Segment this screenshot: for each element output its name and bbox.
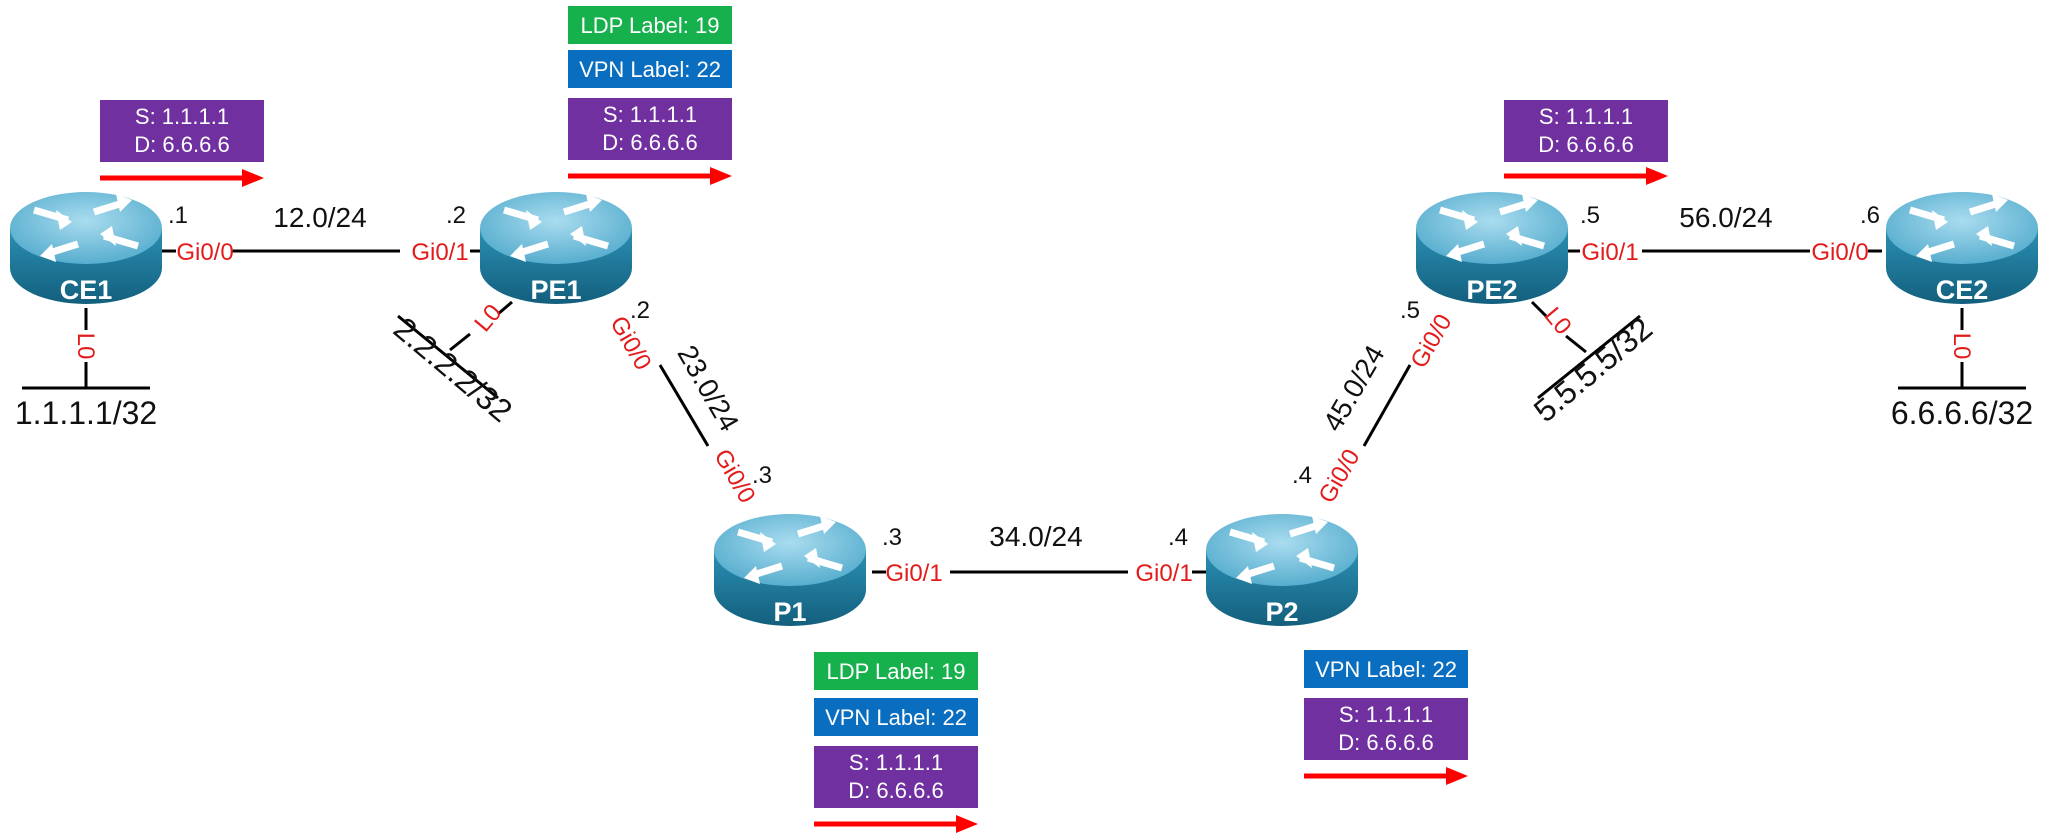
host-id-p1-right: .3: [882, 524, 902, 551]
packet-source: S: 1.1.1.1: [603, 102, 697, 127]
subnet-label-p1-p2: 34.0/24: [989, 521, 1082, 552]
loopback-bar-pe1: [397, 314, 499, 400]
router-label-p1: P1: [773, 597, 806, 627]
interface-label-pe2-gi01: Gi0/1: [1581, 239, 1638, 266]
router-pe2: PE2: [1416, 192, 1568, 305]
packet-destination: D: 6.6.6.6: [1338, 730, 1433, 755]
packet-pe2-to-ce2: S: 1.1.1.1 D: 6.6.6.6: [1504, 100, 1668, 185]
loopback-address-ce1: 1.1.1.1/32: [15, 395, 157, 431]
ip-header-box: [100, 100, 264, 162]
interface-label-p2-gi00: Gi0/0: [1313, 445, 1365, 508]
packet-pe1-to-p1: LDP Label: 19 VPN Label: 22 S: 1.1.1.1 D…: [568, 6, 732, 185]
loopback-stub-pe1: [449, 332, 471, 352]
loopback-stub-pe2: [1565, 334, 1587, 354]
host-id-pe1-down: .2: [630, 297, 650, 324]
host-id-p1-up: .3: [752, 462, 772, 489]
ip-header-box: [568, 98, 732, 160]
host-id-ce2: .6: [1860, 202, 1880, 229]
packet-destination: D: 6.6.6.6: [134, 132, 229, 157]
loopback-address-pe1: 2.2.2.2/32: [387, 310, 519, 429]
links: [22, 249, 2026, 574]
host-id-pe1-left: .2: [446, 202, 466, 229]
packet-p1-to-p2: LDP Label: 19 VPN Label: 22 S: 1.1.1.1 D…: [814, 652, 978, 833]
vpn-label-text: VPN Label: 22: [1315, 657, 1457, 682]
packet-source: S: 1.1.1.1: [1539, 104, 1633, 129]
ldp-label-text: LDP Label: 19: [580, 13, 719, 38]
router-ce2: CE2: [1886, 192, 2038, 305]
interface-label-ce1-gi00: Gi0/0: [176, 239, 233, 266]
host-id-pe2-down: .5: [1400, 297, 1420, 324]
host-id-pe2-right: .5: [1580, 202, 1600, 229]
subnet-label-pe2-ce2: 56.0/24: [1679, 202, 1772, 233]
link-p2-pe2: [1362, 364, 1412, 447]
packet-source: S: 1.1.1.1: [849, 750, 943, 775]
interface-label-ce1-lo: L0: [72, 333, 99, 360]
subnet-label-ce1-pe1: 12.0/24: [273, 202, 366, 233]
vpn-label-text: VPN Label: 22: [825, 705, 967, 730]
ldp-label-box: [814, 652, 978, 690]
router-label-ce1: CE1: [60, 275, 113, 305]
interface-label-pe1-lo: L0: [469, 299, 507, 337]
vpn-label-box: [568, 50, 732, 88]
interface-label-pe2-lo: L0: [1539, 302, 1577, 340]
router-p2: P2: [1206, 514, 1358, 627]
packet-destination: D: 6.6.6.6: [1538, 132, 1633, 157]
interface-label-pe1-gi01: Gi0/1: [411, 239, 468, 266]
host-id-p2-up: .4: [1292, 462, 1312, 489]
packet-source: S: 1.1.1.1: [135, 104, 229, 129]
loopback-bar-pe2: [1537, 314, 1641, 400]
host-id-p2-left: .4: [1168, 524, 1188, 551]
packet-destination: D: 6.6.6.6: [848, 778, 943, 803]
router-label-pe1: PE1: [530, 275, 581, 305]
ldp-label-text: LDP Label: 19: [826, 659, 965, 684]
router-label-p2: P2: [1265, 597, 1298, 627]
router-pe1: PE1: [480, 192, 632, 305]
subnet-label-p2-pe2: 45.0/24: [1317, 340, 1391, 436]
interface-label-p1-gi01: Gi0/1: [885, 560, 942, 587]
interface-label-ce2-lo: L0: [1948, 333, 1975, 360]
vpn-label-box: [1304, 650, 1468, 688]
ip-header-box: [1304, 698, 1468, 760]
router-p1: P1: [714, 514, 866, 627]
router-label-pe2: PE2: [1466, 275, 1517, 305]
packet-p2-to-pe2: VPN Label: 22 S: 1.1.1.1 D: 6.6.6.6: [1304, 650, 1468, 785]
ldp-label-box: [568, 6, 732, 44]
packet-source: S: 1.1.1.1: [1339, 702, 1433, 727]
packet-ce1-to-pe1: S: 1.1.1.1 D: 6.6.6.6: [100, 100, 264, 187]
packet-destination: D: 6.6.6.6: [602, 130, 697, 155]
interface-label-ce2-gi00: Gi0/0: [1811, 239, 1868, 266]
subnet-label-pe1-p1: 23.0/24: [671, 340, 745, 436]
link-pe1-p1: [658, 364, 710, 447]
vpn-label-box: [814, 698, 978, 736]
host-id-ce1: .1: [168, 202, 188, 229]
loopback-address-ce2: 6.6.6.6/32: [1891, 395, 2033, 431]
ip-header-box: [1504, 100, 1668, 162]
interface-label-p2-gi01: Gi0/1: [1135, 560, 1192, 587]
router-ce1: CE1: [10, 192, 162, 305]
vpn-label-text: VPN Label: 22: [579, 57, 721, 82]
router-label-ce2: CE2: [1936, 275, 1989, 305]
ip-header-box: [814, 746, 978, 808]
